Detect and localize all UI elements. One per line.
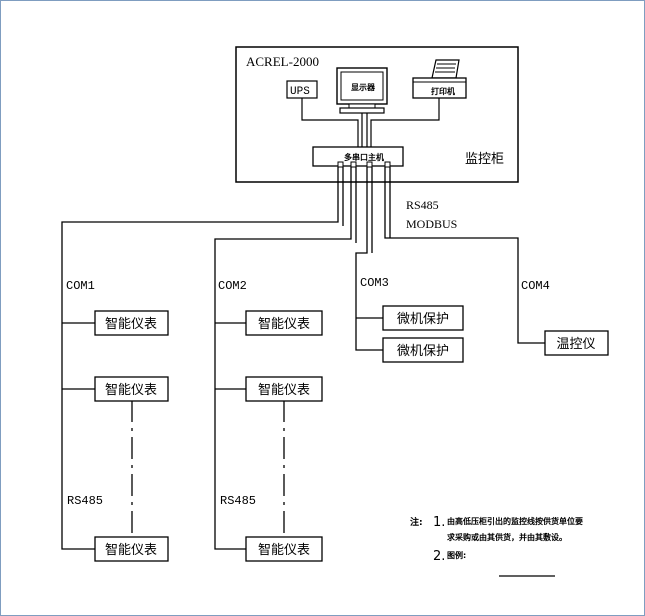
- com1-device-1-label: 智能仪表: [105, 317, 157, 332]
- com2-device-1-label: 智能仪表: [258, 317, 310, 332]
- com1-label: COM1: [66, 279, 95, 293]
- note-2-number: 2.: [433, 549, 445, 564]
- com2-device-1: [245, 310, 323, 336]
- com2-label: COM2: [218, 279, 247, 293]
- com2-device-3-label: 智能仪表: [258, 543, 310, 558]
- note-1-number: 1.: [433, 515, 445, 530]
- host-label: 多串口主机: [344, 152, 384, 162]
- com2-rs485-label: RS485: [220, 494, 256, 508]
- com4-device-1: [544, 330, 609, 356]
- com3-device-2: [382, 337, 464, 363]
- bus-rs485: RS485: [406, 198, 439, 212]
- port-3: [366, 161, 373, 168]
- notes-prefix: 注:: [410, 516, 423, 528]
- com4-device-1-label: 温控仪: [556, 337, 595, 352]
- com1-device-3-label: 智能仪表: [105, 543, 157, 558]
- com1-device-2-label: 智能仪表: [105, 383, 157, 398]
- com2-device-2: [245, 376, 323, 402]
- monitoring-cabinet: [235, 46, 519, 183]
- note-1-line-2: 求采购或由其供货，并由其敷设。: [447, 532, 567, 542]
- note-1-line-1: 由高低压柜引出的监控线按供货单位要: [447, 516, 583, 526]
- multi-serial-host: [312, 146, 404, 167]
- com1-device-2: [94, 376, 169, 402]
- port-wiring: [61, 167, 545, 550]
- com3-device-1-label: 微机保护: [397, 312, 449, 327]
- port-1: [337, 161, 344, 168]
- port-2: [350, 161, 357, 168]
- com1-device-3: [94, 536, 169, 562]
- system-title: ACREL-2000: [246, 54, 319, 69]
- com3-device-1: [382, 305, 464, 331]
- com2-device-2-label: 智能仪表: [258, 383, 310, 398]
- monitor-label: 显示器: [351, 83, 376, 92]
- com3-device-2-label: 微机保护: [397, 344, 449, 359]
- port-4: [384, 161, 391, 168]
- internal-cables: [301, 98, 440, 147]
- com3-label: COM3: [360, 276, 389, 290]
- com1-rs485-label: RS485: [67, 494, 103, 508]
- note-2-text: 图例:: [447, 550, 466, 560]
- monitor-icon: [336, 67, 388, 114]
- com4-label: COM4: [521, 279, 550, 293]
- printer-label: 打印机: [431, 86, 455, 96]
- com1-device-1: [94, 310, 169, 336]
- bus-modbus: MODBUS: [406, 217, 457, 231]
- cabinet-label: 监控柜: [465, 152, 504, 167]
- com2-device-3: [245, 536, 323, 562]
- ups-label: UPS: [290, 86, 310, 98]
